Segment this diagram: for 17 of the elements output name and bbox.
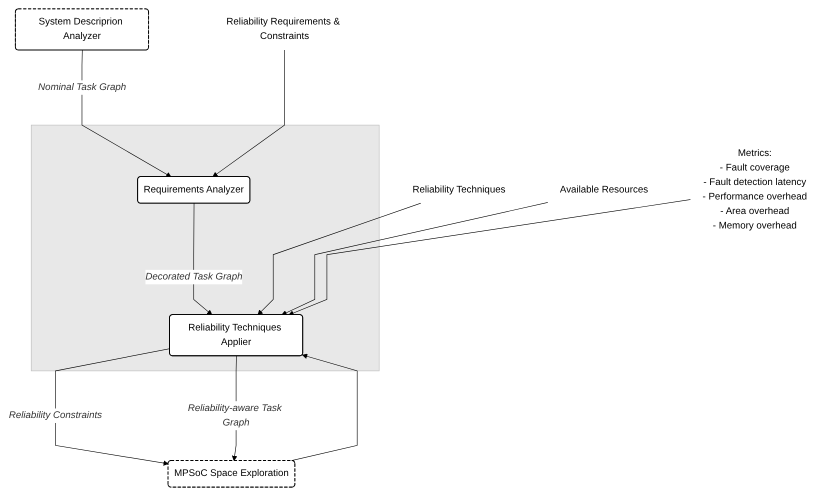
arrow [193, 203, 212, 316]
arrow [282, 202, 548, 316]
arrow [55, 348, 170, 466]
edge-label: Reliability Constraints [8, 410, 102, 421]
arrow [288, 199, 691, 316]
node-text: Metrics: - Fault coverage - Fault detection latency - Performance overhead - Area overhead - Memory overhead [702, 148, 808, 232]
arrow [82, 50, 172, 178]
edge-label: Reliability-aware Task Graph [188, 402, 282, 428]
node-text: Reliability Requirements & Constraints [226, 16, 340, 42]
edge-label: Nominal Task Graph [38, 82, 126, 92]
arrow [290, 354, 358, 462]
cluster [30, 124, 380, 372]
node-text: Reliability Techniques [412, 184, 506, 195]
arrow [258, 202, 422, 316]
arrow [212, 50, 285, 178]
edge-label: Decorated Task Graph [145, 272, 242, 282]
node-text: Available Resources [560, 184, 648, 195]
